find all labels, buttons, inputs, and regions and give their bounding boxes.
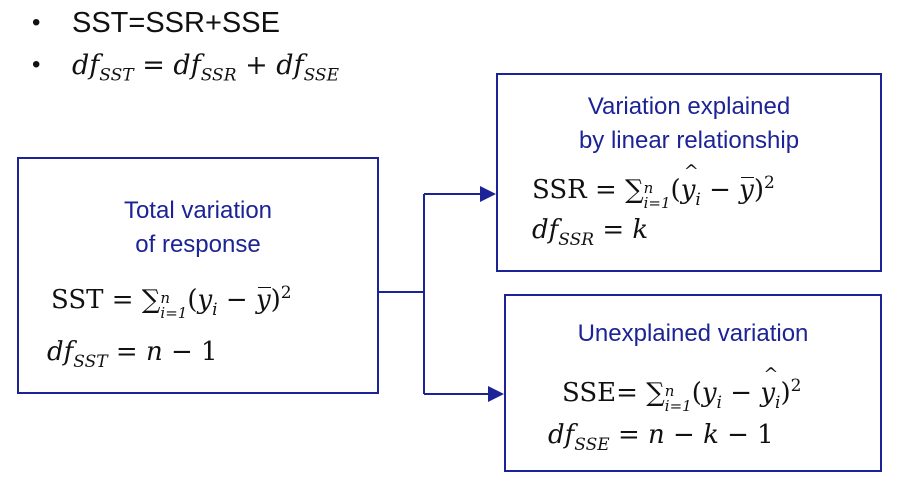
bullet-degrees-of-freedom-formula: dfSST = dfSSR + dfSSE: [72, 50, 339, 86]
sst-df-formula: dfSST = n − 1: [47, 337, 218, 372]
identity-bullet-list: • SST=SSR+SSE • dfSST = dfSSR + dfSSE: [30, 4, 339, 88]
explained-variation-title-line1: Variation explained: [587, 93, 791, 120]
sse-df-formula: dfSSE = n − k − 1: [548, 420, 774, 455]
explained-variation-box: Variation explained by linear relationsh…: [496, 73, 882, 272]
bullet-dot: •: [32, 9, 41, 36]
total-variation-title-line2: of response: [135, 231, 261, 258]
bullet-sum-of-squares: • SST=SSR+SSE: [30, 4, 339, 46]
unexplained-variation-box: Unexplained variation SSE= ∑ni=1(yi − yi…: [504, 294, 882, 472]
explained-variation-title-line2: by linear relationship: [578, 127, 800, 154]
bullet-sum-of-squares-text: SST=SSR+SSE: [72, 7, 280, 39]
unexplained-variation-title: Unexplained variation: [577, 320, 809, 347]
sse-sum-formula: SSE= ∑ni=1(yi − yi)2: [562, 364, 801, 414]
ssr-sum-formula: SSR = ∑ni=1(yi − y)2: [532, 161, 775, 211]
bullet-dot: •: [32, 51, 41, 78]
ssr-df-formula: dfSSR = k: [532, 215, 649, 250]
total-variation-title-line1: Total variation: [123, 197, 273, 224]
bullet-degrees-of-freedom: • dfSST = dfSSR + dfSSE: [30, 46, 339, 88]
